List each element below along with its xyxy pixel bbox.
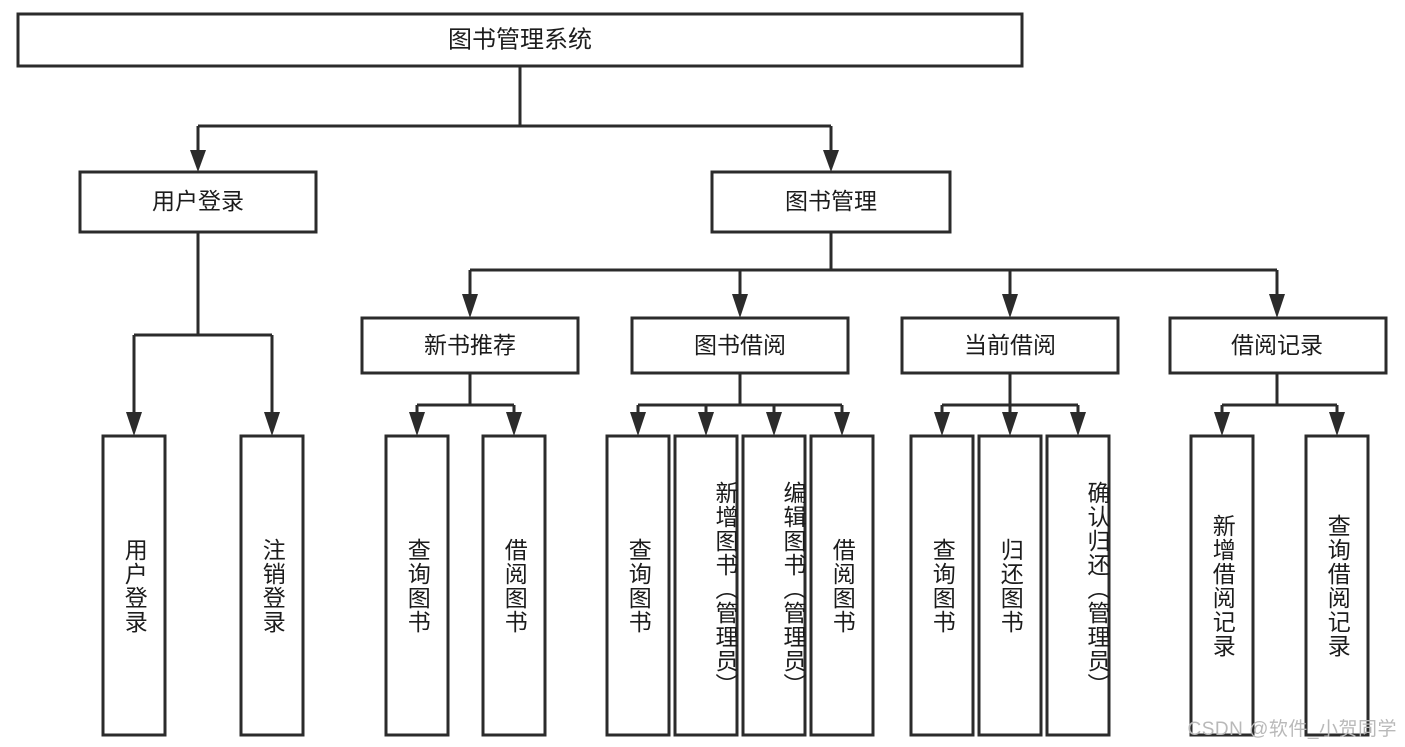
node-user-login-box[interactable] (78, 170, 318, 234)
connector-group-borrow-record (1214, 373, 1345, 436)
connector-group-book-manage (462, 232, 1285, 318)
arrow-head-bm-child-2 (1002, 294, 1018, 318)
arrow-head-cb-child-1 (1002, 412, 1018, 436)
arrow-head-user-login (190, 150, 206, 172)
connector-group-root (190, 66, 839, 172)
leaf-box-user-login-0[interactable] (101, 434, 167, 737)
arrow-head-nb-child-1 (506, 412, 522, 436)
leaf-box-book-borrow-1[interactable] (673, 434, 739, 737)
node-borrow-record-label: 借阅记录 (1231, 332, 1323, 358)
arrow-head-bb-child-3 (834, 412, 850, 436)
leaf-box-current-borrow-2[interactable] (1045, 434, 1111, 737)
arrow-head-cb-child-0 (934, 412, 950, 436)
connector-group-current-borrow (934, 373, 1086, 436)
node-book-manage-label: 图书管理 (785, 188, 877, 214)
node-root[interactable]: 图书管理系统 (16, 12, 1024, 68)
node-borrow-record-box[interactable] (1168, 316, 1388, 375)
csdn-watermark: CSDN @软件_小贺同学 (1187, 719, 1397, 740)
leaf-box-current-borrow-0[interactable] (909, 434, 975, 737)
arrow-head-bb-child-1 (698, 412, 714, 436)
node-root-box[interactable] (16, 12, 1024, 68)
leaf-box-book-borrow-2[interactable] (741, 434, 807, 737)
leaf-box-borrow-record-0[interactable] (1189, 434, 1255, 737)
node-current-borrow-label: 当前借阅 (964, 332, 1056, 358)
arrow-head-bm-child-1 (732, 294, 748, 318)
arrow-head-book-manage (823, 150, 839, 172)
leaf-box-current-borrow-1[interactable] (977, 434, 1043, 737)
leaf-box-borrow-record-1[interactable] (1304, 434, 1370, 737)
arrow-head-nb-child-0 (409, 412, 425, 436)
arrow-head-bm-child-3 (1269, 294, 1285, 318)
arrow-head-br-child-0 (1214, 412, 1230, 436)
arrow-head-br-child-1 (1329, 412, 1345, 436)
arrow-head-bm-child-0 (462, 294, 478, 318)
leaf-box-book-borrow-0[interactable] (605, 434, 671, 737)
leaf-box-book-borrow-3[interactable] (809, 434, 875, 737)
node-new-book-recommend-box[interactable] (360, 316, 580, 375)
arrow-head-bb-child-0 (630, 412, 646, 436)
node-new-book-recommend[interactable]: 新书推荐 (360, 316, 580, 375)
leaf-box-user-login-1[interactable] (239, 434, 305, 737)
arrow-head-cb-child-2 (1070, 412, 1086, 436)
node-book-manage[interactable]: 图书管理 (710, 170, 952, 234)
node-borrow-record[interactable]: 借阅记录 (1168, 316, 1388, 375)
arrow-head-ul-child-1 (264, 412, 280, 436)
node-user-login[interactable]: 用户登录 (78, 170, 318, 234)
node-root-label: 图书管理系统 (448, 26, 592, 53)
leaf-box-new-book-1[interactable] (481, 434, 547, 737)
node-book-borrow-box[interactable] (630, 316, 850, 375)
node-book-borrow-label: 图书借阅 (694, 332, 786, 358)
arrow-head-bb-child-2 (766, 412, 782, 436)
connector-group-user-login (126, 232, 280, 436)
leaf-box-new-book-0[interactable] (384, 434, 450, 737)
node-new-book-recommend-label: 新书推荐 (424, 332, 516, 358)
connector-group-new-book (409, 373, 522, 436)
node-book-borrow[interactable]: 图书借阅 (630, 316, 850, 375)
arrow-head-ul-child-0 (126, 412, 142, 436)
node-current-borrow[interactable]: 当前借阅 (900, 316, 1120, 375)
node-book-manage-box[interactable] (710, 170, 952, 234)
node-current-borrow-box[interactable] (900, 316, 1120, 375)
connector-group-book-borrow (630, 373, 850, 436)
node-user-login-label: 用户登录 (152, 188, 244, 214)
